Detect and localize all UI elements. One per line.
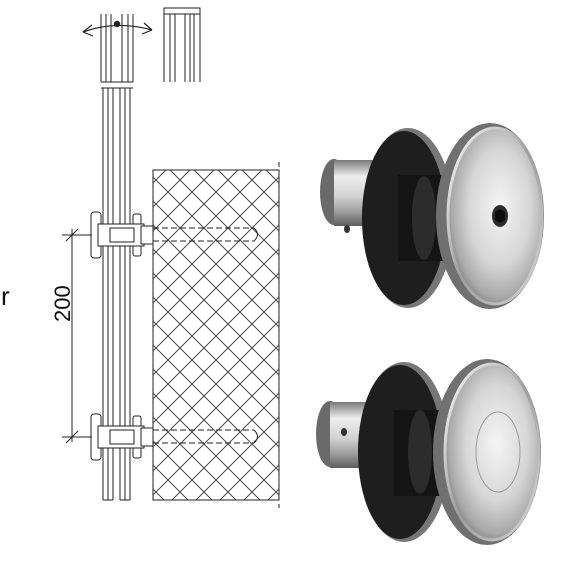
side-letter-label: r: [1, 281, 10, 311]
product-photo-cap: [316, 359, 541, 545]
wall-section: [152, 162, 280, 508]
hex-socket-icon: [492, 205, 508, 227]
pivot-arrow-icon: [82, 20, 153, 37]
lower-fitting: [90, 413, 258, 461]
product-photo-hex: [320, 123, 544, 309]
dimension-label: 200: [50, 285, 75, 322]
upper-fitting: [90, 211, 258, 259]
dimension-line: [62, 228, 92, 444]
profile-cap-icon: [163, 7, 201, 82]
